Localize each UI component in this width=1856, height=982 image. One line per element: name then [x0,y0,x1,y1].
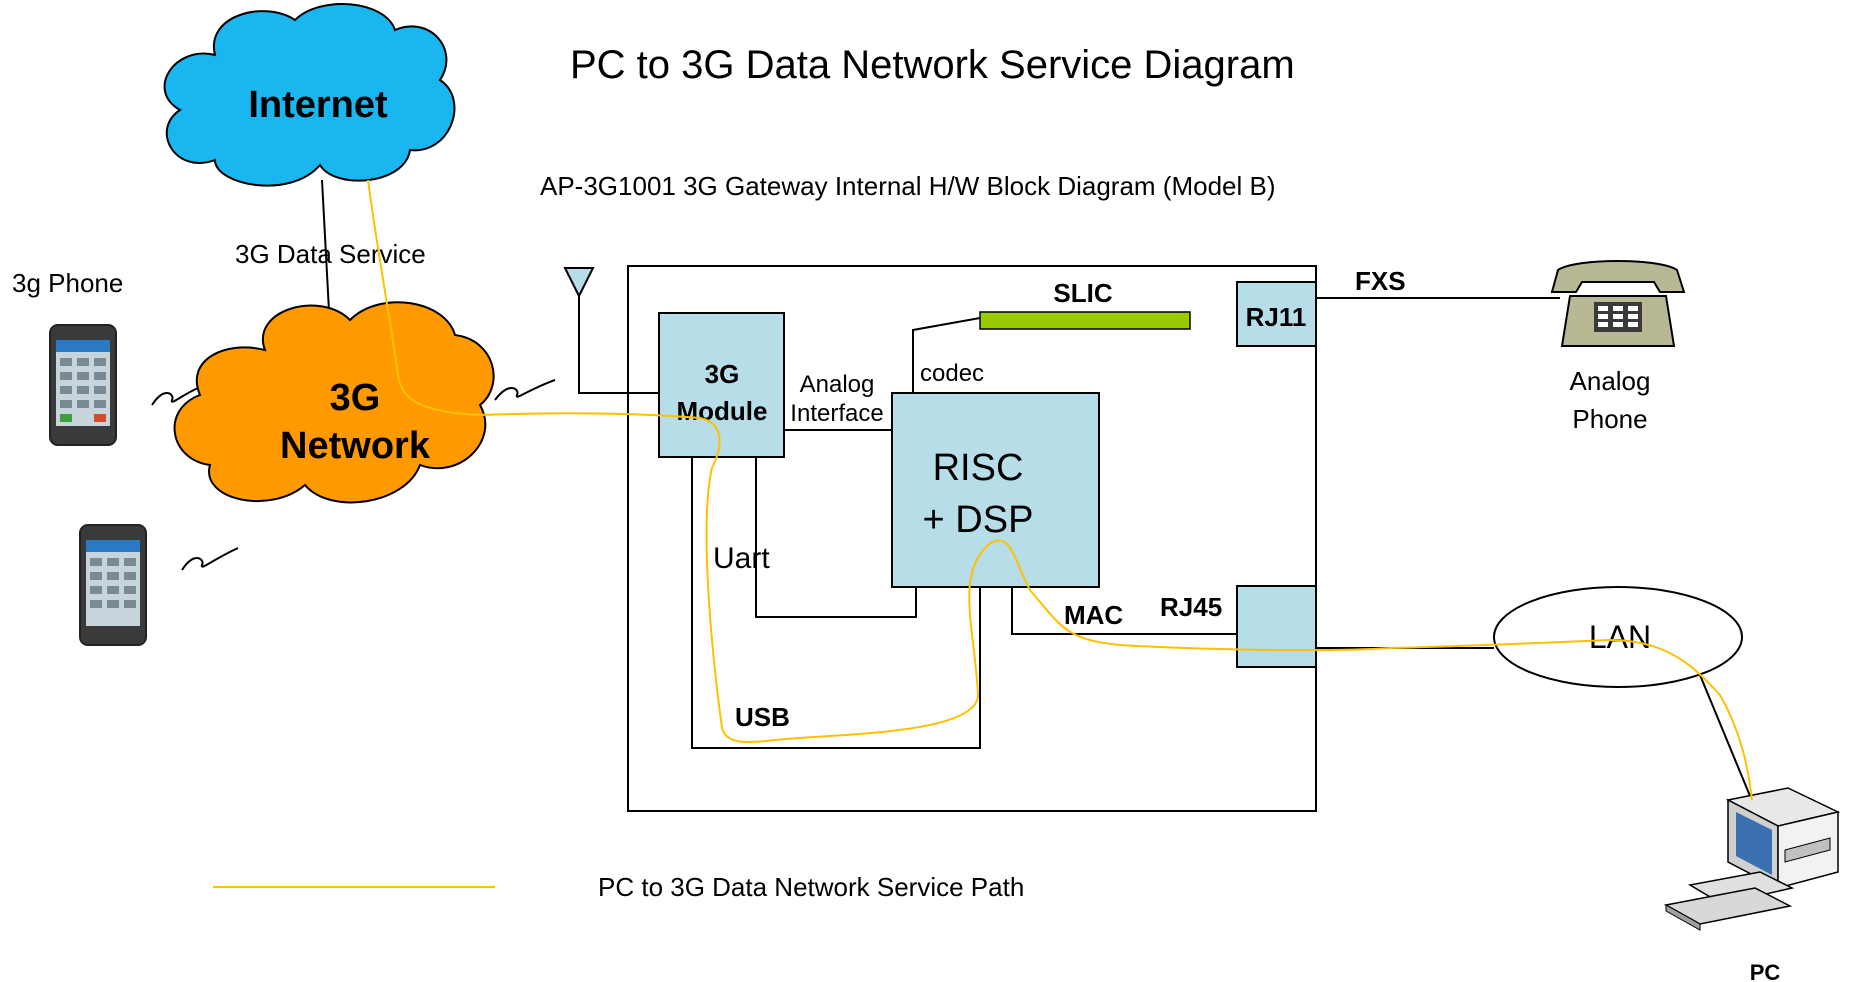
slic-label: SLIC [1053,278,1112,308]
module-label-line1: 3G [705,359,740,389]
network-3g-cloud: 3G Network [173,301,495,504]
smartphone-icon [49,324,117,446]
internet-network-link [321,179,331,331]
analog-phone-label-line2: Phone [1572,404,1647,434]
diagram-subtitle: AP-3G1001 3G Gateway Internal H/W Block … [540,171,1276,201]
analog-phone-label-line1: Analog [1570,366,1651,396]
network-label-line2: Network [280,425,431,467]
risc-label-line1: RISC [933,447,1024,489]
uart-label: Uart [713,542,770,575]
pc-icon [1663,787,1841,931]
rj45-port [1236,585,1317,668]
lan-pc-link [1699,674,1756,809]
risc-label-line2: + DSP [923,499,1034,541]
fxs-label: FXS [1355,266,1406,296]
smartphone-icon [79,524,147,646]
rj45-label: RJ45 [1160,592,1222,622]
internet-cloud: Internet [163,3,456,187]
lan-node: LAN [1493,586,1743,688]
legend-path-label: PC to 3G Data Network Service Path [598,872,1024,902]
rj11-port: RJ11 [1236,281,1317,347]
risc-dsp-block: RISC + DSP [891,392,1100,588]
service-path [367,179,1753,801]
wireless-signal-icon [151,387,199,406]
analog-interface-label-line1: Analog [800,371,875,398]
gateway-box [627,265,1317,812]
module-3g-block: 3G Module [658,312,785,458]
module-label-line2: Module [677,396,768,426]
network-label-line1: 3G [330,377,381,419]
usb-label: USB [735,702,790,732]
slic-block: SLIC [979,278,1191,330]
internal-wiring [691,297,1560,749]
diagram-title: PC to 3G Data Network Service Diagram [570,43,1295,87]
analog-interface-label-line2: Interface [790,400,883,427]
lan-label: LAN [1589,619,1651,655]
wireless-signal-icon [494,379,556,401]
internet-label: Internet [248,84,388,126]
pc-label: PC [1750,960,1781,982]
data-service-label: 3G Data Service [235,239,426,269]
analog-phone-icon [1550,260,1686,347]
rj11-label: RJ11 [1246,302,1307,332]
mac-label: MAC [1064,600,1123,630]
codec-label: codec [920,360,984,387]
phone3g-label: 3g Phone [12,268,123,298]
wireless-signal-icon [181,547,239,571]
antenna-icon [563,267,660,394]
